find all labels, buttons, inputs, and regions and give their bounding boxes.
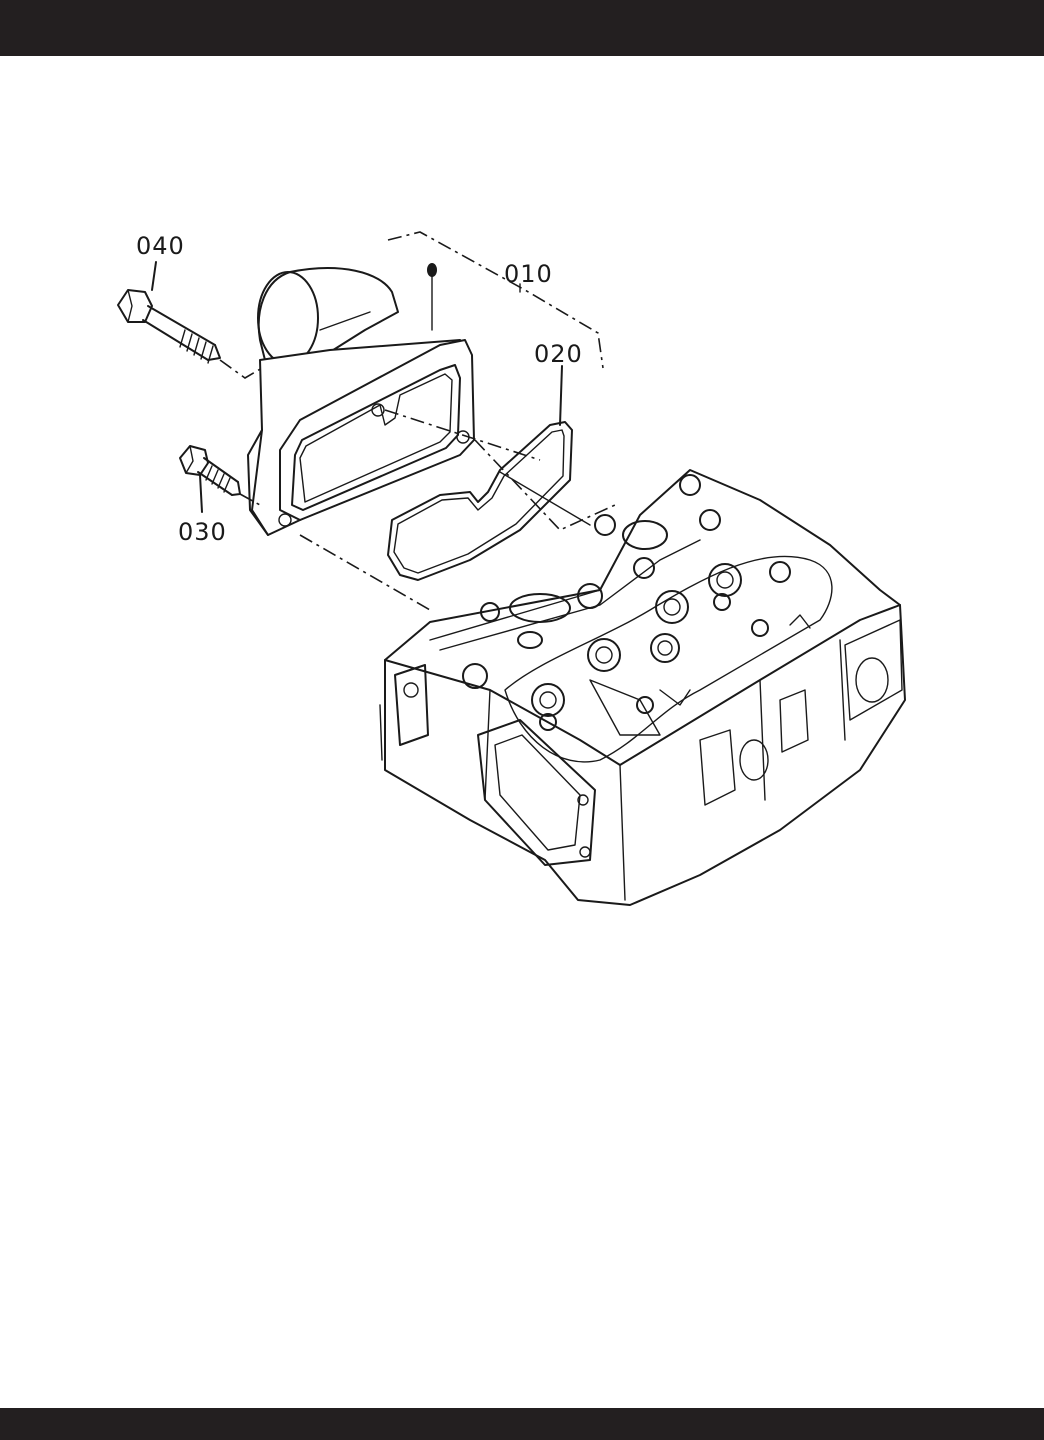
leader-030 bbox=[200, 475, 202, 512]
callout-010: 010 bbox=[504, 260, 553, 288]
leader-020 bbox=[560, 366, 562, 425]
cylinder-head-drawing bbox=[380, 470, 905, 905]
bolt-030-drawing bbox=[180, 446, 240, 495]
bolt-040-leader bbox=[220, 360, 262, 378]
assembly-line-lower bbox=[300, 535, 430, 610]
bolt-040-drawing bbox=[118, 290, 220, 363]
assembly-line-right bbox=[475, 440, 615, 530]
leader-040 bbox=[152, 262, 156, 290]
callout-030: 030 bbox=[178, 518, 227, 546]
footer-bar bbox=[0, 1408, 1044, 1440]
callout-020: 020 bbox=[534, 340, 583, 368]
callout-040: 040 bbox=[136, 232, 185, 260]
